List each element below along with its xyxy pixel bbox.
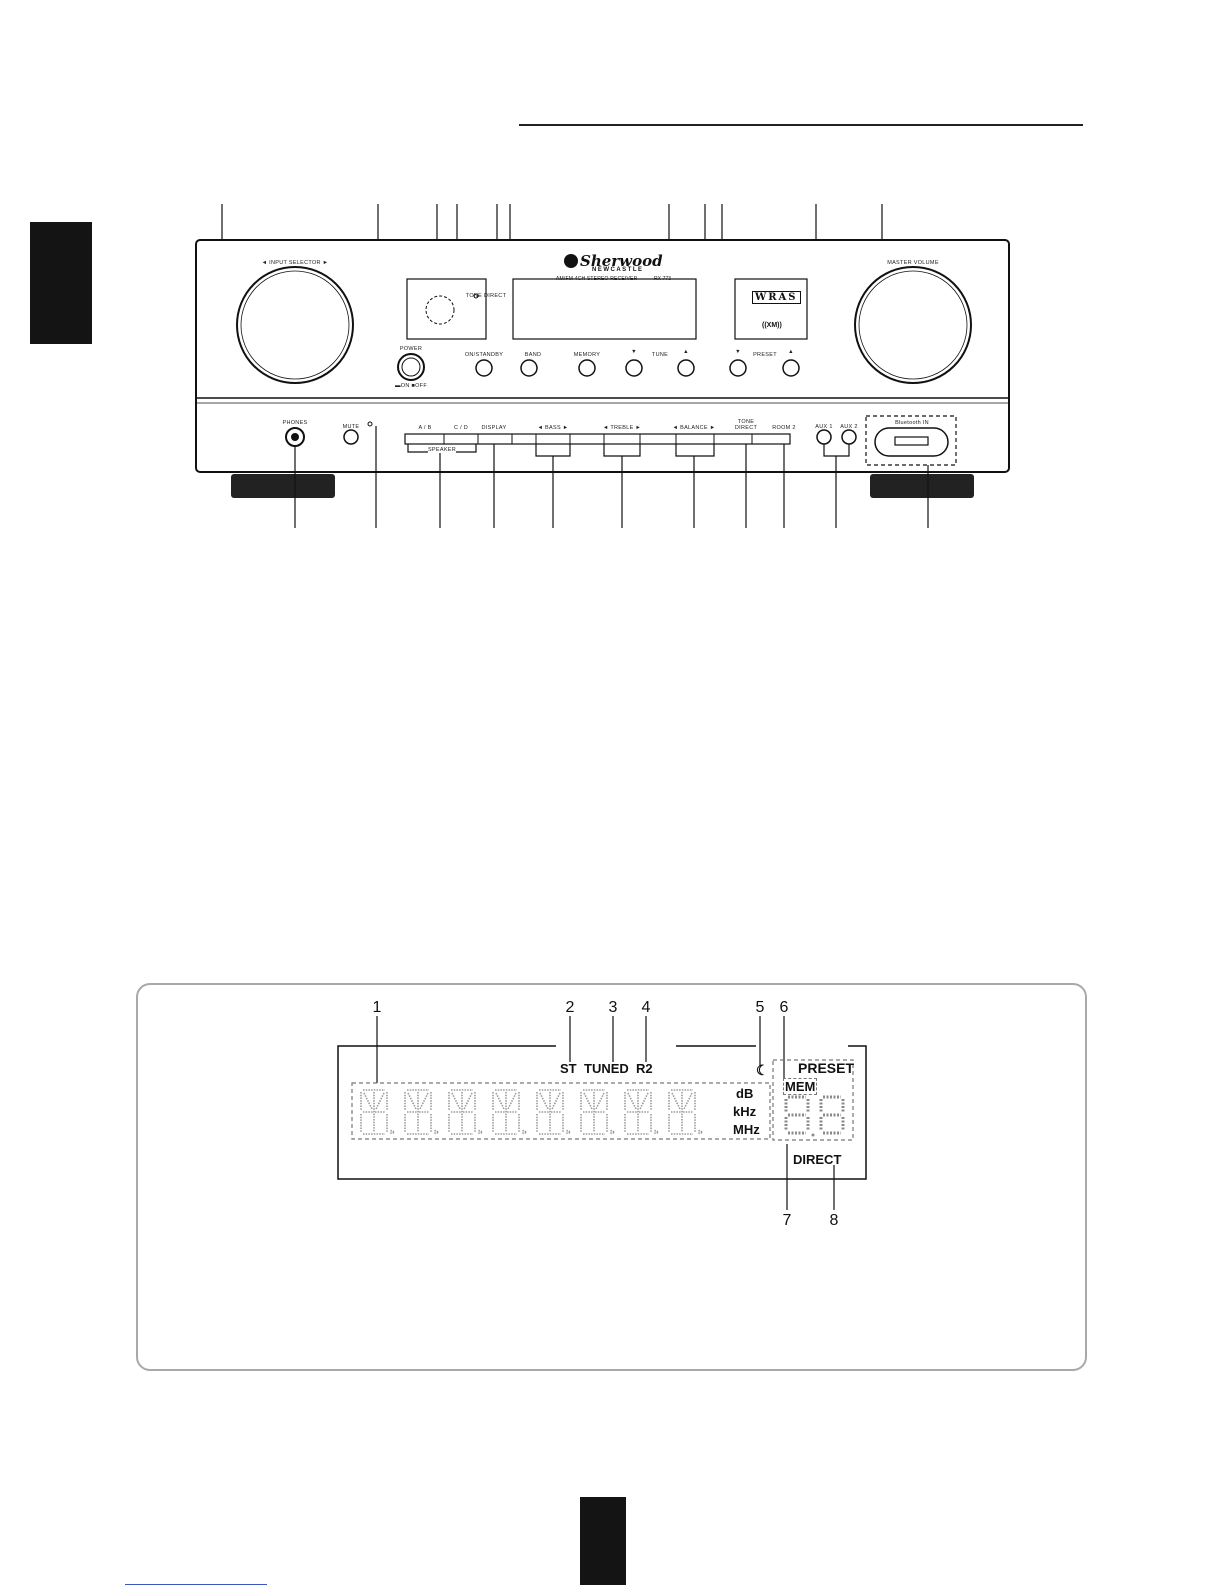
segment-dot-5	[565, 1129, 571, 1135]
preset-up-arrow: ▲	[788, 349, 794, 355]
segment-dot-6	[609, 1129, 615, 1135]
segment-dot-3	[477, 1129, 483, 1135]
room2-label: ROOM 2	[772, 425, 796, 431]
bluetooth-label: Bluetooth IN	[893, 420, 931, 426]
segment-digit-4	[492, 1089, 520, 1135]
callout-1: 1	[372, 999, 382, 1016]
callout-6: 6	[779, 999, 789, 1016]
callout-3: 3	[608, 999, 618, 1016]
model-number: RX-773	[654, 276, 671, 282]
preset-indicator: PRESET	[798, 1060, 855, 1076]
sleep-icon: ☾	[756, 1062, 769, 1078]
callout-2: 2	[565, 999, 575, 1016]
section-tab	[30, 222, 92, 344]
segment-dot-8	[697, 1129, 703, 1135]
db-unit: dB	[736, 1086, 754, 1101]
room2-indicator: R2	[636, 1061, 653, 1076]
model-line: AM/FM 4CH STEREO RECEIVER	[556, 276, 638, 282]
direct-indicator: DIRECT	[793, 1152, 842, 1167]
segment-digit-6	[580, 1089, 608, 1135]
segment-digit-3	[448, 1089, 476, 1135]
master-volume-label: MASTER VOLUME	[887, 260, 939, 266]
input-selector-label: ◄ INPUT SELECTOR ►	[261, 260, 329, 266]
on-standby-label: ON/STANDBY	[464, 352, 504, 358]
header-rule	[519, 124, 1083, 126]
tune-label: TUNE	[651, 352, 669, 358]
treble-label: ◄ TREBLE ►	[602, 425, 642, 431]
segment-digit-1	[360, 1089, 388, 1135]
segment-digit-5	[536, 1089, 564, 1135]
aux2-label: AUX 2	[840, 424, 858, 430]
tone-direct-line2: DIRECT	[734, 425, 758, 431]
tone-direct-indicator-label: TONE DIRECT	[465, 293, 507, 299]
power-sub-label: ▬ON ■OFF	[395, 383, 427, 389]
xm-badge: ((XM))	[762, 322, 782, 329]
callout-7: 7	[782, 1212, 792, 1229]
wras-badge: WRAS	[752, 291, 801, 304]
memory-label: MEMORY	[573, 352, 601, 358]
bass-label: ◄ BASS ►	[537, 425, 569, 431]
mem-indicator: MEM	[783, 1078, 818, 1095]
khz-unit: kHz	[733, 1104, 757, 1119]
power-label: POWER	[399, 346, 423, 352]
mhz-unit: MHz	[733, 1122, 760, 1137]
callout-5: 5	[755, 999, 765, 1016]
stereo-indicator: ST	[560, 1061, 577, 1076]
display-label: DISPLAY	[481, 425, 507, 431]
segment-dot-2	[433, 1129, 439, 1135]
page-number-tab	[580, 1497, 626, 1585]
preset-label: PRESET	[753, 352, 777, 358]
speaker-ab-label: A / B	[418, 425, 432, 431]
tuned-indicator: TUNED	[584, 1061, 629, 1076]
segment-dot-1	[389, 1129, 395, 1135]
mute-label: MUTE	[342, 424, 360, 430]
speaker-cd-label: C / D	[453, 425, 469, 431]
callout-4: 4	[641, 999, 651, 1016]
fl-display-diagram	[337, 1016, 867, 1210]
balance-label: ◄ BALANCE ►	[672, 425, 716, 431]
callout-8: 8	[829, 1212, 839, 1229]
band-label: BAND	[524, 352, 542, 358]
sub-brand: NEWCASTLE	[592, 267, 644, 273]
segment-dot-7	[653, 1129, 659, 1135]
tone-direct-line1: TONE	[737, 419, 755, 425]
display-diagram-panel	[136, 983, 1087, 1371]
preset-down-arrow: ▼	[735, 349, 741, 355]
tune-down-arrow: ▼	[631, 349, 637, 355]
segment-digit-2	[404, 1089, 432, 1135]
tune-up-arrow: ▲	[683, 349, 689, 355]
brand-logo: Sherwood	[580, 252, 663, 270]
segment-dot-4	[521, 1129, 527, 1135]
speaker-label: SPEAKER	[427, 447, 457, 453]
aux1-label: AUX 1	[815, 424, 833, 430]
segment-digit-8	[668, 1089, 696, 1135]
phones-label: PHONES	[282, 420, 308, 426]
segment-digit-7	[624, 1089, 652, 1135]
front-panel-diagram	[195, 204, 1010, 528]
